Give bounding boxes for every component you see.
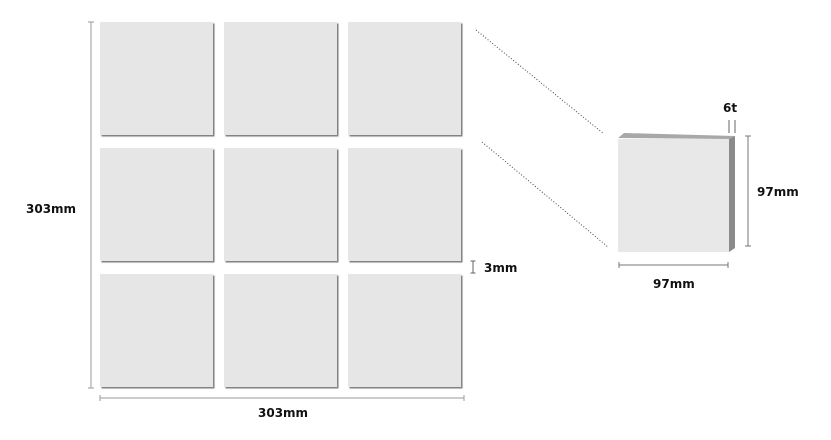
grid-width-label: 303mm (258, 406, 309, 420)
tile-r3-c1 (100, 274, 213, 387)
detail-tile-side-edge (729, 136, 735, 252)
detail-tile (618, 133, 735, 252)
tile-width-dimension (618, 262, 729, 268)
gap-label: 3mm (484, 261, 518, 275)
tile-height-dimension (745, 135, 751, 247)
leader-line-bottom (481, 141, 609, 248)
leader-line-top (475, 29, 605, 135)
tile-r2-c1 (100, 148, 213, 261)
detail-tile-face (618, 139, 729, 252)
tile-width-label: 97mm (653, 277, 695, 291)
tile-r3-c3 (348, 274, 461, 387)
grid-height-dimension (88, 21, 94, 389)
tile-r1-c1 (100, 22, 213, 135)
tile-height-label: 97mm (757, 185, 799, 199)
thickness-dimension (728, 120, 736, 133)
tile-r2-c3 (348, 148, 461, 261)
tile-r1-c3 (348, 22, 461, 135)
tile-r3-c2 (224, 274, 337, 387)
tile-grid (100, 22, 461, 387)
tile-r1-c2 (224, 22, 337, 135)
grid-height-label: 303mm (26, 202, 77, 216)
tile-r2-c2 (224, 148, 337, 261)
grid-width-dimension (99, 395, 465, 401)
gap-dimension (470, 260, 476, 274)
detail-tile-top-edge (618, 133, 735, 139)
tile-thickness-label: 6t (723, 101, 738, 115)
